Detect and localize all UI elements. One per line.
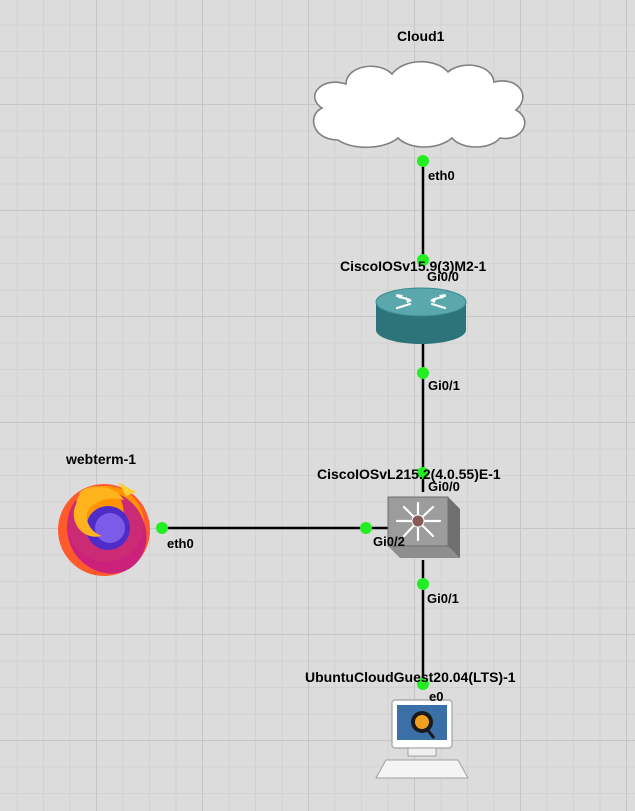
cloud-icon[interactable]	[312, 61, 526, 149]
port-label-switch-gi0-1: Gi0/1	[427, 591, 459, 606]
port-dot-router-gi0-1	[417, 367, 429, 379]
node-label-cloud: Cloud1	[397, 28, 445, 44]
node-label-webterm: webterm-1	[66, 451, 137, 467]
firefox-icon[interactable]	[58, 482, 150, 576]
port-label-ubuntu-e0: e0	[429, 689, 444, 704]
port-label-cloud-eth0: eth0	[428, 168, 455, 183]
port-dot-router-gi0-0	[417, 254, 429, 266]
port-label-webterm-eth0: eth0	[167, 536, 194, 551]
port-label-switch-gi0-0: Gi0/0	[428, 479, 460, 494]
port-dot-switch-gi0-2	[360, 522, 372, 534]
port-dot-switch-gi0-1	[417, 578, 429, 590]
node-label-router: CiscoIOSv15.9(3)M2-1	[340, 258, 487, 274]
port-dot-cloud-eth0	[417, 155, 429, 167]
node-label-switch: CiscoIOSvL215.2(4.0.55)E-1	[317, 466, 501, 482]
router-icon[interactable]	[375, 287, 467, 344]
port-dot-ubuntu-e0	[417, 678, 429, 690]
qemu-computer-icon[interactable]	[375, 699, 469, 779]
port-dot-switch-gi0-0	[417, 467, 429, 479]
port-dot-webterm-eth0	[156, 522, 168, 534]
node-label-ubuntu: UbuntuCloudGuest20.04(LTS)-1	[305, 669, 516, 685]
port-label-router-gi0-1: Gi0/1	[428, 378, 460, 393]
port-label-router-gi0-0: Gi0/0	[427, 269, 459, 284]
multilayer-switch-icon[interactable]	[387, 496, 460, 558]
port-status-dots	[156, 155, 429, 690]
port-label-switch-gi0-2: Gi0/2	[373, 534, 405, 549]
